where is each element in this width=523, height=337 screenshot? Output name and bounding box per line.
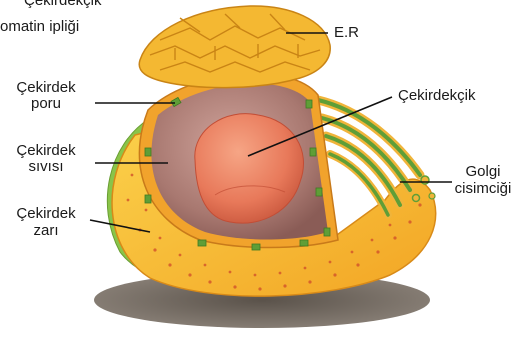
nuclear-envelope-label-line1: Çekirdek (10, 206, 82, 222)
golgi-label-line2: cisimciği (450, 181, 516, 197)
golgi-label-line1: Golgi (450, 164, 516, 180)
chromatin-label-cut: omatin ipliği (0, 19, 79, 35)
nuclear-pore-label-line2: poru (10, 96, 82, 112)
nuclear-fluid-label-line2: sıvısı (10, 159, 82, 175)
golgi-apparatus (318, 100, 435, 215)
er-label: E.R (334, 25, 359, 41)
nucleolus-label: Çekirdekçik (398, 88, 476, 104)
nucleolus-label-cut: Çekirdekçik (24, 0, 102, 9)
nuclear-envelope-label-line2: zarı (10, 223, 82, 239)
nuclear-fluid-label-line1: Çekirdek (10, 143, 82, 159)
endoplasmic-reticulum (139, 6, 330, 88)
nuclear-pore-label-line1: Çekirdek (10, 80, 82, 96)
